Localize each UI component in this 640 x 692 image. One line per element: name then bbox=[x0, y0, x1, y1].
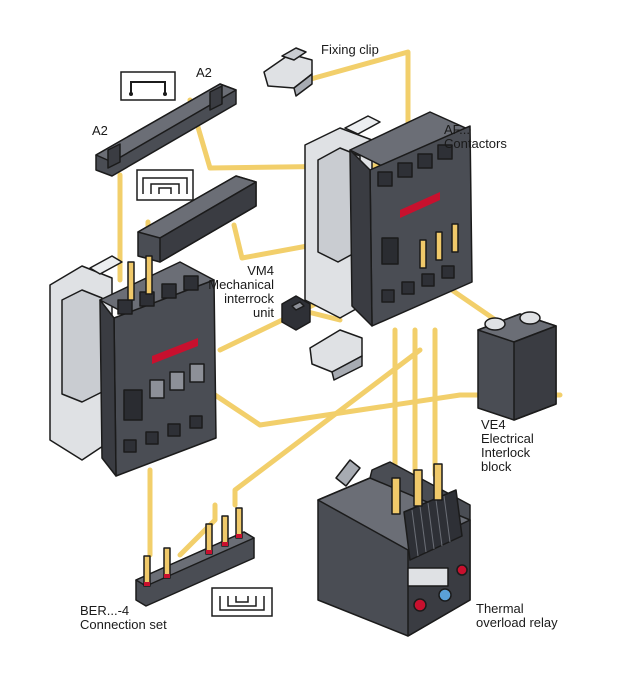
label-vm4-line3: interrock bbox=[224, 291, 274, 306]
label-ve4-line3: Interlock bbox=[481, 445, 531, 460]
label-ve4-line2: Electrical bbox=[481, 431, 534, 446]
label-ve4: VE4 Electrical Interlock block bbox=[481, 418, 534, 474]
af-contactor-top bbox=[304, 111, 473, 327]
a2-link-bar bbox=[95, 83, 237, 177]
mechanical-clip bbox=[309, 329, 363, 381]
label-thermal: Thermal overload relay bbox=[476, 602, 558, 630]
ber-busbar-icon bbox=[211, 587, 273, 617]
label-vm4-line2: Mechanical bbox=[208, 277, 274, 292]
label-af-line2: Contactors bbox=[444, 136, 507, 151]
label-vm4-line4: unit bbox=[253, 305, 274, 320]
label-thermal-line1: Thermal bbox=[476, 601, 524, 616]
label-vm4: VM4 Mechanical interrock unit bbox=[196, 264, 274, 320]
label-vm4-line1: VM4 bbox=[247, 263, 274, 278]
label-fixing-clip: Fixing clip bbox=[321, 42, 379, 57]
label-ve4-line4: block bbox=[481, 459, 512, 474]
af-contactor-left bbox=[49, 255, 217, 477]
a2-bridge-bar bbox=[137, 175, 257, 263]
label-ber: BER...-4 Connection set bbox=[80, 604, 167, 632]
label-ve4-line1: VE4 bbox=[481, 417, 506, 432]
ber-busbar bbox=[135, 507, 255, 607]
label-af-line1: AF... bbox=[444, 122, 471, 137]
ve4-interlock-block bbox=[477, 311, 557, 421]
fixing-clip bbox=[263, 47, 313, 97]
label-a2-left: A2 bbox=[92, 123, 108, 138]
a2-bridge-icon bbox=[136, 169, 194, 201]
vm4-interlock-unit bbox=[281, 295, 311, 331]
thermal-overload-relay bbox=[317, 459, 471, 637]
a2-link-icon bbox=[120, 71, 176, 101]
label-thermal-line2: overload relay bbox=[476, 615, 558, 630]
label-ber-line1: BER...-4 bbox=[80, 603, 130, 618]
label-af-contactors: AF... Contactors bbox=[444, 123, 507, 151]
label-ber-line2: Connection set bbox=[80, 617, 167, 632]
label-a2-top: A2 bbox=[196, 65, 212, 80]
